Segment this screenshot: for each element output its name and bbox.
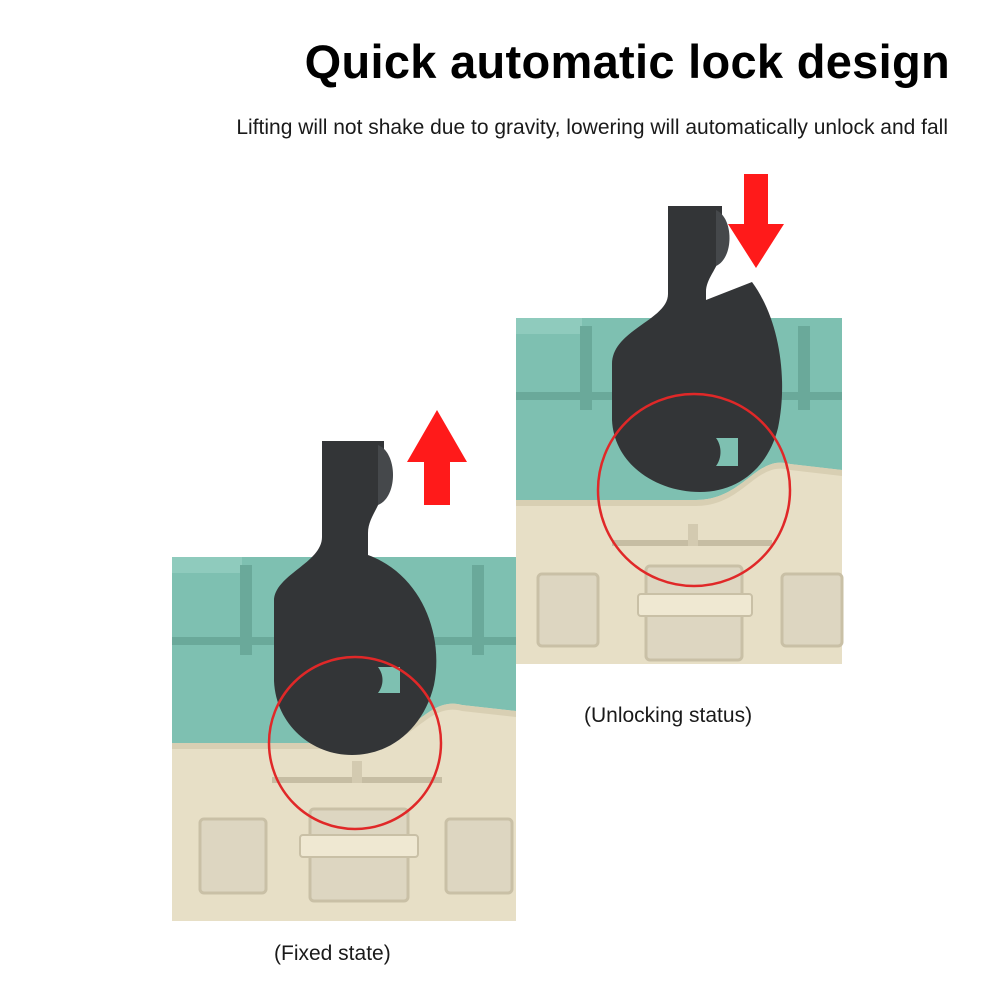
unlocking-status-caption: (Unlocking status): [584, 704, 753, 727]
unlocking-status-illustration: [516, 174, 844, 664]
latch-unlocking: [612, 206, 783, 492]
storage-box-fixed: [172, 557, 516, 921]
fixed-state-caption: (Fixed state): [274, 942, 391, 965]
fixed-state-illustration: [172, 410, 516, 921]
page-title: Quick automatic lock design: [304, 35, 950, 88]
latch-fixed: [274, 441, 437, 755]
highlight-ring-unlocking: [596, 392, 792, 588]
highlight-ring-fixed: [267, 655, 443, 831]
page-subtitle: Lifting will not shake due to gravity, l…: [236, 116, 948, 139]
up-arrow: [407, 410, 467, 505]
down-arrow: [728, 174, 784, 268]
